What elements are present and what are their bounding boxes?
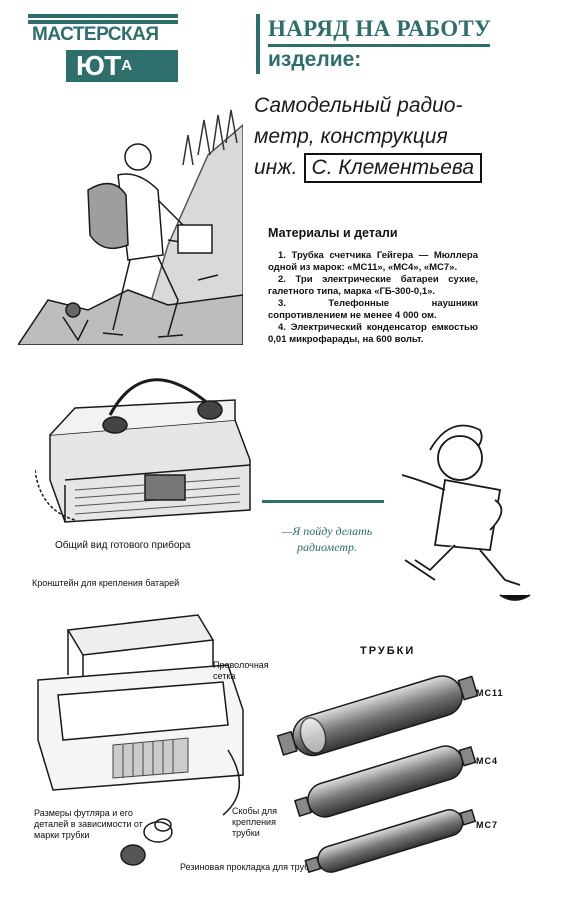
label-gasket: Резиновая прокладка для трубки xyxy=(180,862,319,872)
product-line-2: метр, конструкция xyxy=(254,125,448,148)
work-order-rule xyxy=(268,44,490,47)
work-order-subtitle: изделие: xyxy=(268,48,362,71)
label-mesh: Проволочная сетка xyxy=(213,660,269,681)
caption-device-view: Общий вид готового прибора xyxy=(55,540,191,551)
materials-item: 1. Трубка счетчика Гейгера — Мюллера одн… xyxy=(268,250,478,273)
logo-band-top-2 xyxy=(28,20,178,24)
logo-yuta-big: ЮТ xyxy=(76,50,122,81)
quote-text: —Я пойду делать радиометр. xyxy=(281,524,373,554)
quote-block: —Я пойду делать радиометр. xyxy=(262,500,392,555)
tubes-illustration xyxy=(276,675,479,874)
materials-item: 3. Телефонные наушники сопротивлением не… xyxy=(268,298,478,321)
materials-item: 4. Электрический конденсатор емкостью 0,… xyxy=(268,322,478,345)
running-boy-illustration xyxy=(401,424,531,601)
product-description: Самодельный радио- метр, конструкция инж… xyxy=(254,90,494,183)
label-bracket: Кронштейн для крепления батарей xyxy=(32,578,180,588)
product-line-1: Самодельный радио- xyxy=(254,94,463,117)
materials-list: Материалы и детали 1. Трубка счетчика Ге… xyxy=(268,226,478,346)
product-prefix: инж. xyxy=(254,156,298,179)
author-name-box: С. Клементьева xyxy=(303,152,483,183)
tube-label-mc4: МС4 xyxy=(476,756,499,766)
logo-yuta-small: А xyxy=(121,57,133,74)
tubes-title: ТРУБКИ xyxy=(360,645,416,657)
product-line-3: инж. С. Клементьева xyxy=(254,152,494,183)
tube-mc4 xyxy=(293,745,477,818)
hiker-illustration xyxy=(18,109,243,345)
logo-band-top xyxy=(28,14,178,18)
work-order-header: НАРЯД НА РАБОТУ изделие: xyxy=(256,14,510,74)
logo-yuta: ЮТА xyxy=(66,50,178,82)
label-sizes: Размеры футляра и его деталей в зависимо… xyxy=(34,808,143,840)
work-order-title: НАРЯД НА РАБОТУ xyxy=(268,16,492,41)
quote-divider xyxy=(262,500,384,503)
label-clamps: Скобы для крепления трубки xyxy=(232,806,278,838)
tube-mc7 xyxy=(304,808,477,874)
materials-title: Материалы и детали xyxy=(268,226,398,240)
device-general-view xyxy=(35,378,251,523)
logo-title: МАСТЕРСКАЯ xyxy=(32,24,159,45)
case-exploded-diagram xyxy=(37,614,244,866)
masthead-logo: МАСТЕРСКАЯ ЮТА xyxy=(28,14,178,84)
materials-item: 2. Три электрические батареи сухие, гале… xyxy=(268,274,478,297)
tube-label-mc7: МС7 xyxy=(476,820,499,830)
tube-mc11 xyxy=(276,675,479,757)
tube-label-mc11: МС11 xyxy=(476,688,504,698)
